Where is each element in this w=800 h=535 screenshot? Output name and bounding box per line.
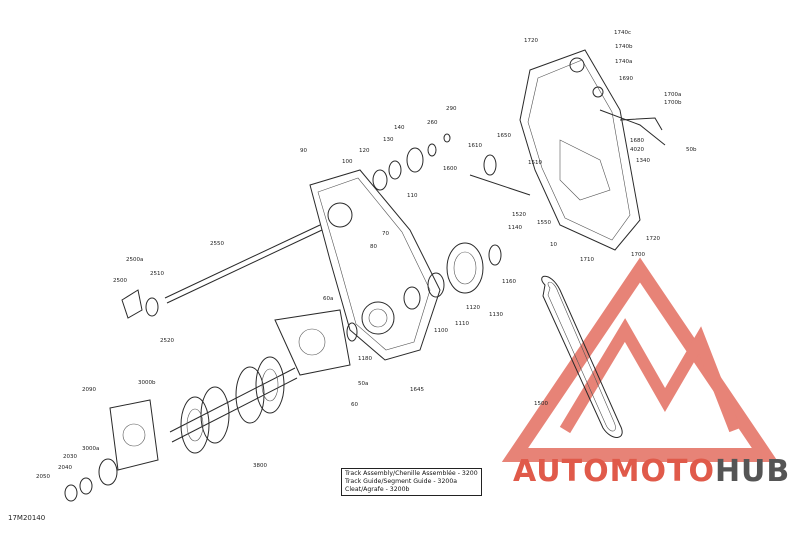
- callout-label: 140: [394, 125, 405, 131]
- callout-label: 1680: [630, 138, 644, 144]
- callout-label: 1110: [455, 321, 469, 327]
- brand-watermark: AUTOMOTOHUB: [513, 457, 790, 487]
- callout-label: 10: [550, 242, 557, 248]
- callout-label: 1720: [524, 38, 538, 44]
- callout-label: 110: [407, 193, 418, 199]
- callout-label: 60: [351, 402, 358, 408]
- callout-label: 50b: [686, 147, 697, 153]
- callout-label: 2500: [113, 278, 127, 284]
- callout-label: 1500: [534, 401, 548, 407]
- callout-label: 290: [446, 106, 457, 112]
- callout-label: 1700: [631, 252, 645, 258]
- callout-label: 1740b: [615, 44, 633, 50]
- reference-line: Cleat/Agrafe - 3200b: [345, 486, 410, 494]
- callout-label: 1700b: [664, 100, 682, 106]
- callout-labels: 1720 1740c 1740b 1740a 1690 1700a 1700b …: [36, 30, 697, 480]
- callout-label: 1720: [646, 236, 660, 242]
- drive-chain: [541, 275, 623, 438]
- brand-text-part1: AUTOMOTO: [513, 454, 715, 489]
- callout-label: 2040: [58, 465, 72, 471]
- callout-label: 2510: [150, 271, 164, 277]
- callout-label: 1180: [358, 356, 372, 362]
- bearing-housing: [64, 399, 159, 502]
- callout-label: 3000a: [82, 446, 99, 452]
- chaincase-housing: [309, 169, 441, 361]
- callout-label: 1140: [508, 225, 522, 231]
- bearing-cover-plate: [274, 309, 358, 376]
- callout-label: 70: [382, 231, 389, 237]
- reference-box: Track Assembly/Chenille Assemblée - 3200…: [341, 468, 482, 496]
- callout-label: 1100: [434, 328, 448, 334]
- callout-label: 1645: [410, 387, 424, 393]
- callout-label: 4020: [630, 147, 644, 153]
- callout-label: 2030: [63, 454, 77, 460]
- callout-label: 1710: [580, 257, 594, 263]
- brand-text-part2: HUB: [714, 454, 791, 489]
- reference-line: Track Assembly/Chenille Assemblée - 3200: [345, 470, 478, 477]
- reference-line: Track Guide/Segment Guide - 3200a: [345, 478, 458, 486]
- diagram-code: 17M20140: [8, 514, 46, 522]
- callout-label: 1550: [537, 220, 551, 226]
- callout-label: 90: [300, 148, 307, 154]
- callout-label: 1160: [502, 279, 516, 285]
- drive-axle-sprockets: [169, 356, 298, 454]
- callout-label: 1610: [468, 143, 482, 149]
- callout-label: 1700a: [664, 92, 681, 98]
- callout-label: 2550: [210, 241, 224, 247]
- callout-label: 1520: [512, 212, 526, 218]
- lower-sprocket: [403, 242, 502, 310]
- callout-label: 60a: [323, 296, 333, 302]
- callout-label: 2090: [82, 387, 96, 393]
- callout-label: 1740a: [615, 59, 632, 65]
- callout-label: 1130: [489, 312, 503, 318]
- drive-shaft: [121, 224, 323, 319]
- callout-label: 260: [427, 120, 438, 126]
- callout-label: 3000b: [138, 380, 156, 386]
- callout-label: 2050: [36, 474, 50, 480]
- callout-label: 1600: [443, 166, 457, 172]
- upper-gear-stack: [372, 133, 531, 196]
- callout-label: 50a: [358, 381, 368, 387]
- callout-label: 80: [370, 244, 377, 250]
- callout-label: 2520: [160, 338, 174, 344]
- callout-label: 2500a: [126, 257, 143, 263]
- triangle-m-logo-icon: [501, 257, 779, 462]
- callout-label: 1340: [636, 158, 650, 164]
- callout-label: 1510: [528, 160, 542, 166]
- callout-label: 1650: [497, 133, 511, 139]
- chaincase-cover: [519, 49, 666, 251]
- callout-label: 1690: [619, 76, 633, 82]
- callout-label: 3800: [253, 463, 267, 469]
- callout-label: 1120: [466, 305, 480, 311]
- callout-label: 130: [383, 137, 394, 143]
- callout-label: 100: [342, 159, 353, 165]
- callout-label: 120: [359, 148, 370, 154]
- callout-label: 1740c: [614, 30, 631, 36]
